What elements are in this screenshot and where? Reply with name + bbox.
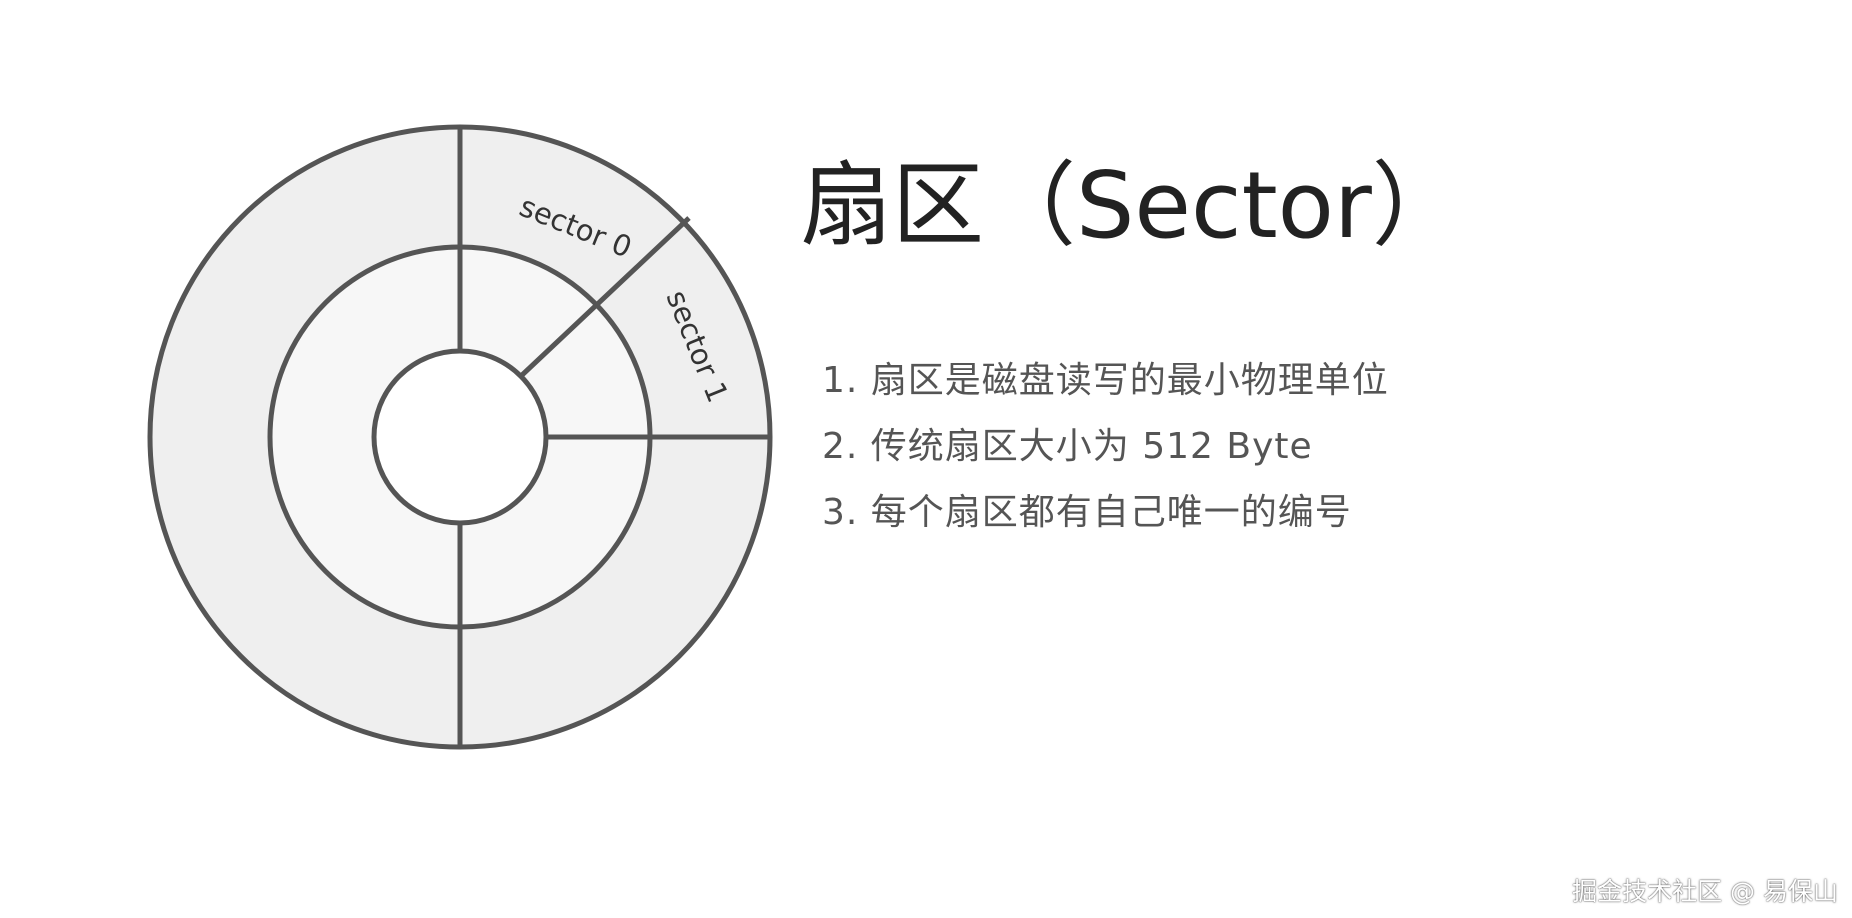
- disk-hub: [374, 351, 546, 523]
- watermark: 掘金技术社区 @ 易保山: [1572, 877, 1838, 906]
- key-point-3: 3. 每个扇区都有自己唯一的编号: [822, 492, 1352, 533]
- key-point-1: 1. 扇区是磁盘读写的最小物理单位: [822, 360, 1389, 401]
- disk-diagram: sector 0 sector 1: [147, 124, 773, 750]
- divider-diagonal: [519, 216, 691, 378]
- page-title: 扇区（Sector）: [800, 152, 1464, 259]
- key-point-2: 2. 传统扇区大小为 512 Byte: [822, 426, 1313, 467]
- key-points-list: 1. 扇区是磁盘读写的最小物理单位 2. 传统扇区大小为 512 Byte 3.…: [822, 348, 1389, 546]
